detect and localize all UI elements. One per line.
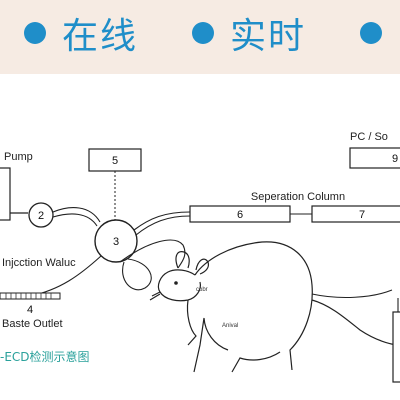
tube-3-6-b <box>135 215 191 236</box>
banner-label-online: 在线 <box>62 16 139 57</box>
sample-loop <box>122 258 152 291</box>
tube-to-detector <box>311 289 393 299</box>
banner-item-realtime: 实时 <box>192 8 306 58</box>
node-6-label: 6 <box>237 209 243 221</box>
node-2-label: 2 <box>38 210 44 222</box>
tube-2-3-a <box>52 207 101 223</box>
animal-label: Anival <box>222 323 238 329</box>
figure-caption: -ECD检测示意图 <box>0 349 90 364</box>
bullet-dot-icon <box>360 22 382 44</box>
pc-box-9 <box>349 147 400 169</box>
tube-3-6-a <box>133 211 191 231</box>
detector-box <box>392 311 400 383</box>
pump-box <box>0 167 11 221</box>
node-3-label: 3 <box>113 236 119 248</box>
header-banner: 在线 实时 <box>0 0 400 74</box>
waste-outlet-label: Baste Outlet <box>2 318 63 330</box>
node-7-label: 7 <box>359 209 365 221</box>
hplc-ecd-schematic: Pump 2 5 3 Injcction Waluc 4 Baste Outle… <box>0 131 400 383</box>
waste-tube-ticks <box>5 293 52 299</box>
banner-item-online: 在线 <box>24 8 138 58</box>
tube-2-3-b <box>52 213 98 227</box>
separation-column-label: Seperation Column <box>251 191 345 203</box>
box-5-label: 5 <box>112 155 118 167</box>
node-3-valve <box>94 219 138 263</box>
node-9-label: 9 <box>392 153 398 165</box>
banner-item-partial <box>360 8 382 58</box>
rat-eye-icon <box>174 281 178 285</box>
animal-small-label: cobr <box>196 287 208 293</box>
pump-label: Pump <box>4 151 33 163</box>
injection-valve-label: Injcction Waluc <box>2 257 76 269</box>
waste-tube-4 <box>0 292 61 300</box>
rat-illustration <box>149 241 400 373</box>
node-4-label: 4 <box>27 304 33 316</box>
pc-label: PC / So <box>350 131 388 143</box>
probe-tube <box>119 239 186 269</box>
column-box-7 <box>311 205 400 223</box>
bullet-dot-icon <box>192 22 214 44</box>
banner-label-realtime: 实时 <box>230 16 307 57</box>
bullet-dot-icon <box>24 22 46 44</box>
node-2 <box>28 202 54 228</box>
